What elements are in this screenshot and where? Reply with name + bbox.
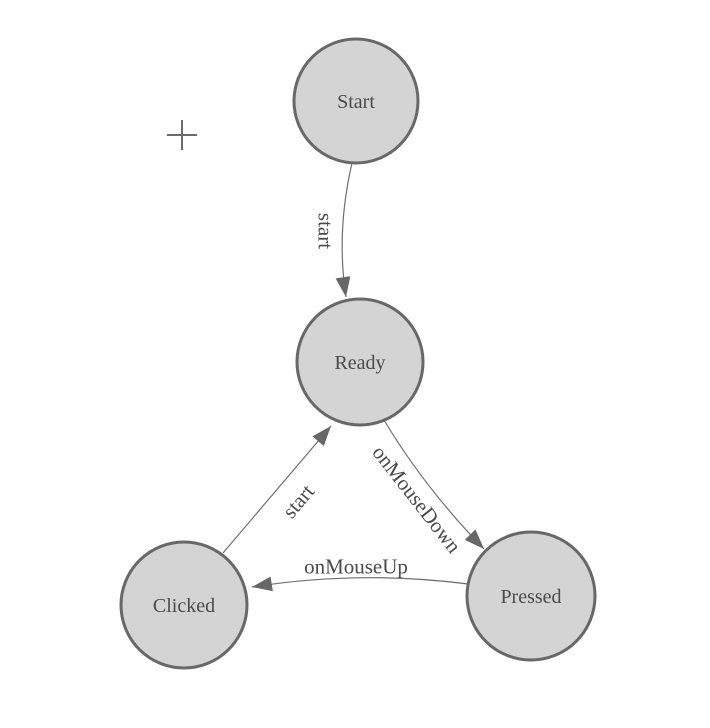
edge-ready-to-pressed: onMouseDown bbox=[367, 419, 485, 558]
edge-clicked-to-ready: start bbox=[222, 425, 332, 554]
node-circle-start[interactable] bbox=[292, 37, 420, 165]
edge-line-start-to-ready[interactable] bbox=[335, 162, 353, 298]
edge-line-ready-to-pressed[interactable] bbox=[383, 419, 485, 550]
node-circle-ready[interactable] bbox=[295, 297, 425, 427]
edge-label-clicked-to-ready: start bbox=[277, 480, 319, 523]
origin-crosshair-icon bbox=[167, 120, 197, 150]
node-label-pressed: Pressed bbox=[500, 586, 561, 608]
node-label-clicked: Clicked bbox=[153, 595, 215, 617]
edge-label-ready-to-pressed: onMouseDown bbox=[367, 441, 466, 558]
edge-label-start-to-ready: start bbox=[314, 213, 338, 249]
edge-line-pressed-to-clicked[interactable] bbox=[251, 576, 469, 592]
node-ready: Ready bbox=[295, 297, 425, 427]
edge-label-pressed-to-clicked: onMouseUp bbox=[304, 554, 408, 578]
edge-pressed-to-clicked: onMouseUp bbox=[251, 554, 469, 592]
edge-start-to-ready: start bbox=[314, 162, 353, 298]
node-clicked: Clicked bbox=[119, 540, 249, 670]
node-label-ready: Ready bbox=[334, 352, 385, 374]
edge-line-clicked-to-ready[interactable] bbox=[222, 425, 332, 554]
node-pressed: Pressed bbox=[465, 530, 597, 662]
node-circle-clicked[interactable] bbox=[119, 540, 249, 670]
node-start: Start bbox=[292, 37, 420, 165]
node-label-start: Start bbox=[337, 91, 375, 113]
node-circle-pressed[interactable] bbox=[465, 530, 597, 662]
